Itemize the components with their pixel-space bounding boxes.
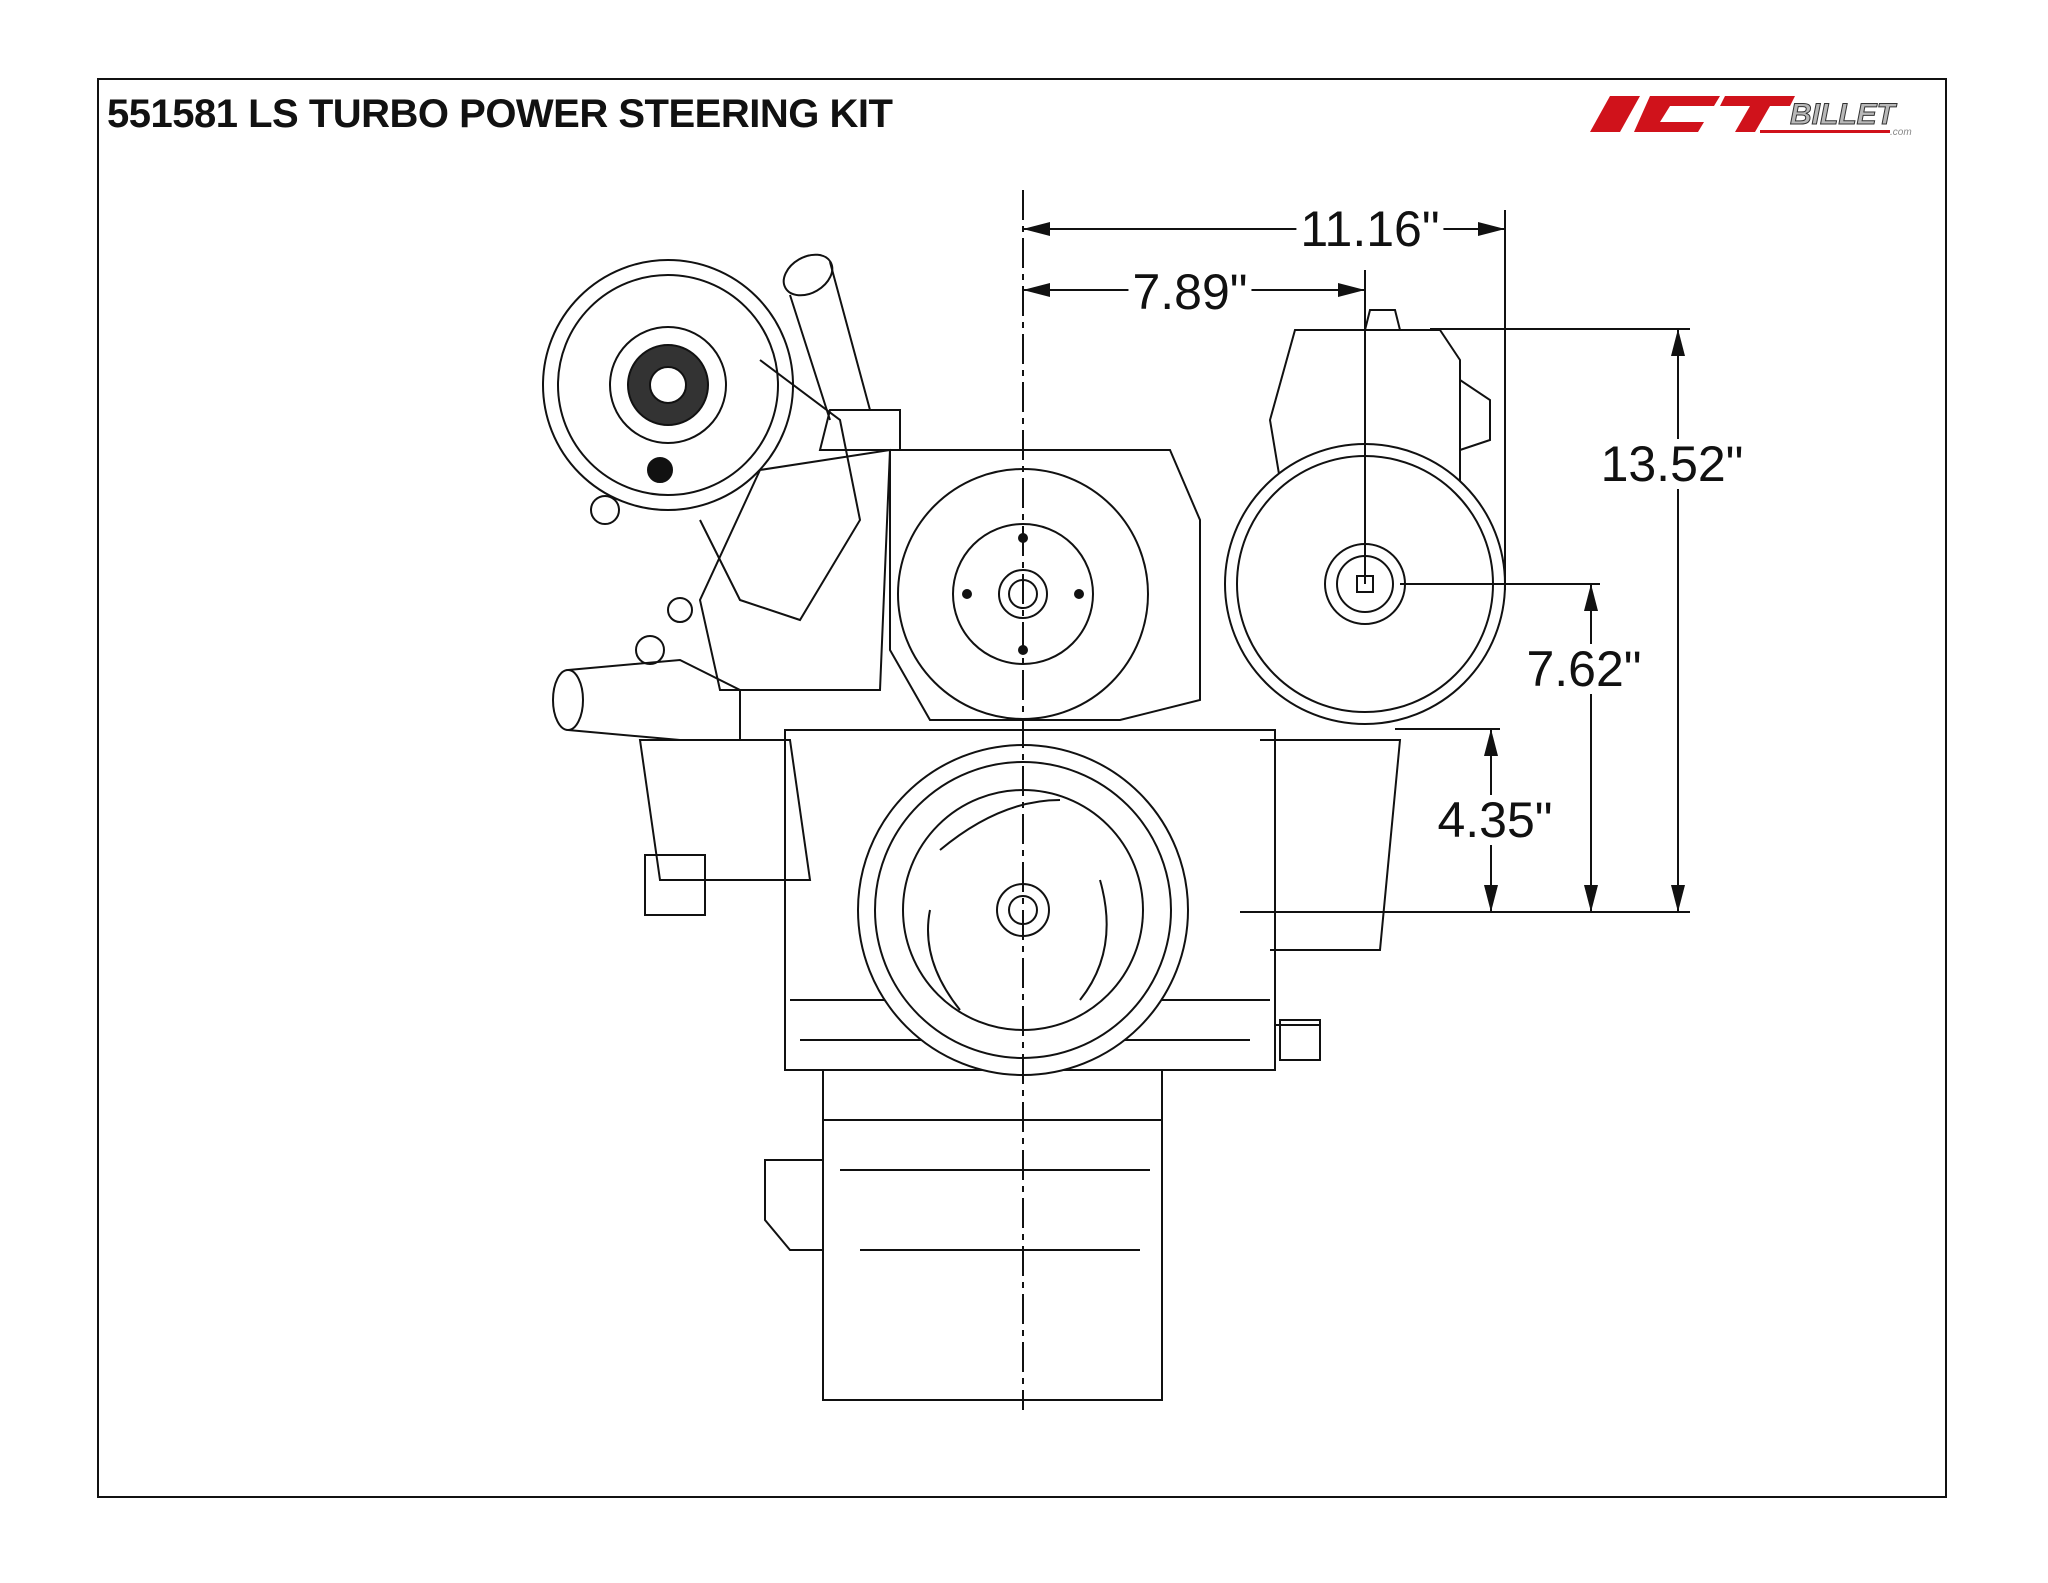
oil-pan bbox=[764, 1069, 1163, 1401]
dimension-7-89: 7.89" bbox=[1128, 267, 1252, 317]
drawing-border bbox=[97, 78, 1947, 1498]
svg-text:BILLET: BILLET bbox=[1790, 98, 1898, 131]
upper-radiator-hose bbox=[782, 253, 901, 451]
dimension-4-35: 4.35" bbox=[1433, 795, 1557, 845]
dimension-7-62: 7.62" bbox=[1522, 644, 1646, 694]
svg-text:.com: .com bbox=[1890, 127, 1912, 138]
dimension-arrows bbox=[1023, 222, 1685, 912]
dimension-11-16: 11.16" bbox=[1296, 204, 1444, 254]
page-title: 551581 LS TURBO POWER STEERING KIT bbox=[107, 92, 893, 136]
front-cover bbox=[698, 448, 1201, 721]
ict-billet-logo: BILLET .com bbox=[1590, 96, 1912, 138]
alternator bbox=[542, 259, 862, 623]
dimension-13-52: 13.52" bbox=[1596, 439, 1748, 489]
thermostat-outlet bbox=[552, 635, 741, 741]
